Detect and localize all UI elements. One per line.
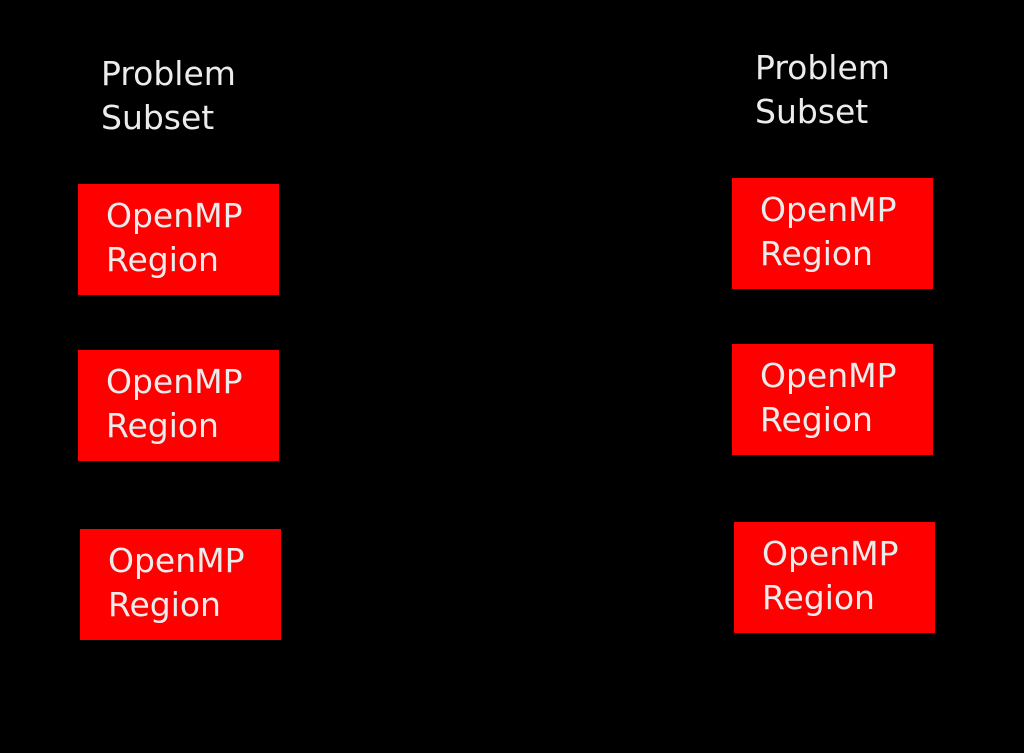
openmp-region-box: OpenMP Region <box>78 350 279 461</box>
problem-subset-right: Problem Subset OpenMP Region OpenMP Regi… <box>655 0 975 753</box>
openmp-region-box: OpenMP Region <box>732 178 933 289</box>
problem-subset-title: Problem Subset <box>101 54 236 137</box>
openmp-region-box: OpenMP Region <box>734 522 935 633</box>
problem-subset-title: Problem Subset <box>755 48 890 131</box>
openmp-region-box: OpenMP Region <box>78 184 279 295</box>
openmp-region-box: OpenMP Region <box>732 344 933 455</box>
problem-subset-left: Problem Subset OpenMP Region OpenMP Regi… <box>0 0 320 753</box>
openmp-region-box: OpenMP Region <box>80 529 281 640</box>
